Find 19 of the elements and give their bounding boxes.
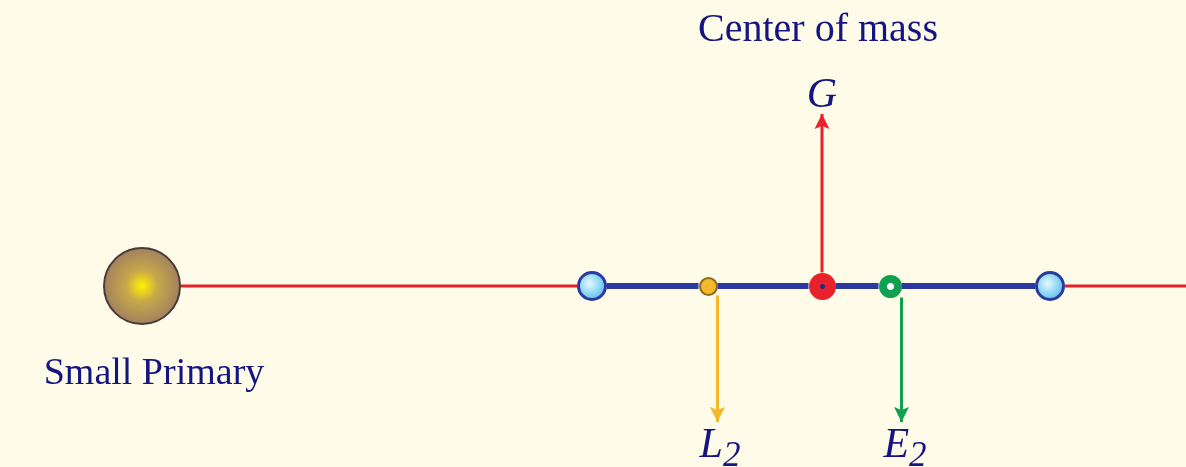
- point-marker: [577, 271, 607, 301]
- point-marker: [808, 272, 836, 300]
- connector-line: [1065, 284, 1186, 288]
- connector-line: [181, 284, 577, 288]
- point-marker: [698, 276, 718, 296]
- arrow: [710, 295, 725, 422]
- point-marker: [878, 274, 902, 298]
- node-label: Center of mass: [698, 8, 938, 48]
- connector-line: [835, 283, 879, 289]
- arrow: [814, 114, 830, 273]
- connector-line: [901, 283, 1035, 289]
- math-label: E$_{2}$: [883, 422, 927, 467]
- node-label: Small Primary: [43, 352, 265, 390]
- arrow: [894, 297, 909, 422]
- math-label: L$_{2}$: [699, 422, 741, 467]
- connector-line: [717, 283, 809, 289]
- math-label: G: [806, 72, 838, 114]
- connector-line: [607, 283, 699, 289]
- point-marker: [1035, 271, 1065, 301]
